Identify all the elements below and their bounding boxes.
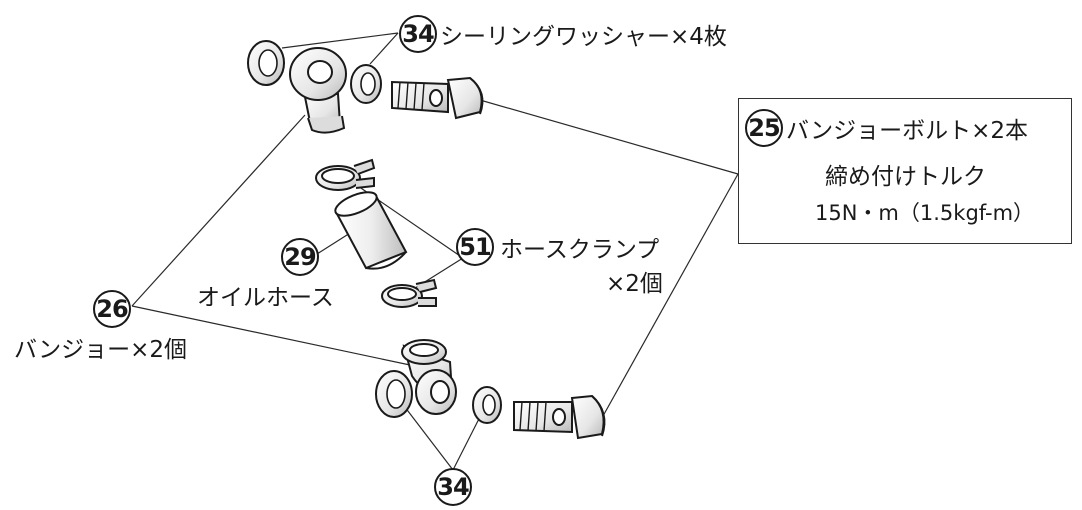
banjo-fitting-upper (289, 47, 347, 134)
leader-lines (131, 32, 739, 471)
banjo-bolt-spec-box: 25 バンジョーボルト×2本 締め付けトルク 15N・m（1.5kgf-m） (738, 98, 1072, 244)
callout-sealing-washer: 34 シーリングワッシャー×4枚 (399, 15, 727, 53)
hose-clamp-lower (381, 278, 438, 308)
part-number-29: 29 (281, 238, 319, 276)
hose-clamp-upper (315, 158, 376, 191)
part-number-51: 51 (456, 228, 494, 266)
sealing-washer-lower-right (472, 386, 502, 424)
part-number-34: 34 (399, 15, 437, 53)
callout-hose-clamp: 51 ホースクランプ (456, 228, 659, 266)
sealing-washer-label: シーリングワッシャー×4枚 (440, 24, 727, 50)
torque-value: 15N・m（1.5kgf-m） (815, 197, 1034, 227)
hose-clamp-quantity: ×2個 (606, 264, 663, 298)
hose-clamp-quantity-text: ×2個 (606, 271, 663, 297)
part-number-25: 25 (745, 109, 783, 147)
sealing-washer-lower-left (375, 370, 413, 418)
callout-oil-hose: 29 (281, 238, 319, 276)
part-number-26: 26 (93, 290, 131, 328)
banjo-label-text: バンジョー×2個 (14, 337, 188, 363)
oil-hose (334, 191, 408, 270)
banjo-label: バンジョー×2個 (14, 330, 187, 364)
oil-hose-label-text: オイルホース (197, 285, 334, 311)
callout-sealing-washer-lower: 34 (434, 468, 472, 506)
callout-banjo: 26 (93, 290, 131, 328)
banjo-fitting-lower (401, 339, 457, 415)
callout-banjo-bolt: 25 バンジョーボルト×2本 (745, 109, 1028, 147)
torque-title: 締め付けトルク (825, 157, 986, 191)
part-number-34-lower: 34 (434, 468, 472, 506)
sealing-washer-upper-right (350, 64, 382, 104)
oil-hose-label: オイルホース (197, 278, 334, 312)
sealing-washer-upper-left (247, 40, 285, 86)
banjo-bolt-lower (513, 394, 606, 440)
torque-value-text: 15N・m（1.5kgf-m） (815, 201, 1035, 225)
banjo-bolt-label: バンジョーボルト×2本 (786, 118, 1029, 144)
torque-title-text: 締め付けトルク (825, 164, 986, 190)
banjo-bolt-upper (391, 76, 484, 120)
hose-clamp-label: ホースクランプ (500, 237, 660, 263)
